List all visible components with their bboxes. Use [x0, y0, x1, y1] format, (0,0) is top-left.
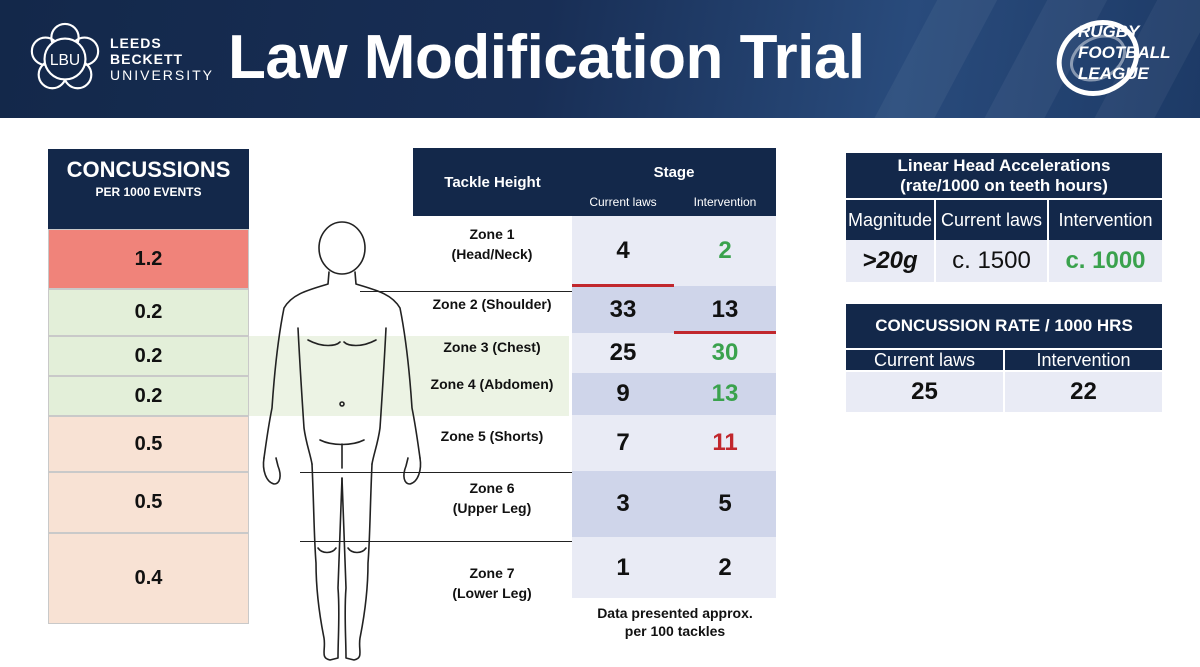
- accel-current-header: Current laws: [936, 200, 1047, 240]
- zone-7-label: Zone 7 (Lower Leg): [412, 563, 572, 603]
- rate-intervention-header: Intervention: [1005, 350, 1162, 370]
- zone-4-label: Zone 4 (Abdomen): [430, 376, 554, 392]
- concussion-zone-5: 0.5: [48, 416, 249, 472]
- intervention-header: Intervention: [693, 195, 757, 209]
- rate-title: CONCUSSION RATE / 1000 HRS: [846, 304, 1162, 348]
- zone-4-row-bg: [572, 373, 776, 415]
- page-title: Law Modification Trial: [228, 23, 865, 92]
- concussions-header: CONCUSSIONS PER 1000 EVENTS: [48, 149, 249, 229]
- intervention-shift-marker: [674, 331, 776, 334]
- zone-3-current: 25: [609, 339, 637, 366]
- rate-intervention-value: 22: [1005, 372, 1162, 412]
- rate-current-header: Current laws: [846, 350, 1003, 370]
- concussion-zone-3: 0.2: [48, 336, 249, 376]
- zone-2-intervention: 13: [711, 295, 739, 323]
- zone-4-current: 9: [616, 380, 630, 407]
- zone-3-row-bg: [572, 333, 776, 373]
- accel-title: Linear Head Accelerations (rate/1000 on …: [846, 153, 1162, 198]
- zone-1-intervention: 2: [718, 237, 732, 264]
- zone-name: Zone 7: [469, 565, 515, 581]
- zone-6-label: Zone 6 (Upper Leg): [412, 478, 572, 518]
- concussions-subtitle: PER 1000 EVENTS: [95, 185, 202, 199]
- current-shift-marker: [572, 284, 674, 287]
- concussion-zone-7: 0.4: [48, 533, 249, 624]
- zone-7-divider: [300, 541, 572, 542]
- banner-stripe: [852, 0, 1008, 118]
- zone-sub: (Upper Leg): [452, 500, 532, 516]
- zone-1-label: Zone 1 (Head/Neck): [412, 224, 572, 264]
- logo-word: BECKETT: [110, 51, 184, 67]
- zone-5-current: 7: [616, 429, 630, 456]
- rugby-ball-logo-icon: [1056, 20, 1140, 96]
- human-body-outline-icon: [262, 221, 422, 661]
- zone-name: Zone 1: [469, 226, 515, 242]
- stage-title: Stage: [653, 164, 695, 181]
- zone-2-current: 33: [609, 295, 637, 323]
- concussion-zone-6: 0.5: [48, 472, 249, 533]
- concussion-zone-1: 1.2: [48, 229, 249, 289]
- university-name: LEEDS BECKETT UNIVERSITY: [110, 35, 214, 83]
- zone-3-label: Zone 3 (Chest): [443, 339, 541, 355]
- zone-5-row-bg: [572, 415, 776, 471]
- zone-4-intervention: 13: [711, 380, 739, 407]
- magnitude-value: >20g: [846, 240, 934, 282]
- lbu-mark-text: LBU: [50, 52, 80, 69]
- zone-5-label: Zone 5 (Shorts): [440, 428, 544, 444]
- note-line: per 100 tackles: [624, 623, 726, 639]
- rfl-logo-word: RUGBY: [1078, 22, 1140, 41]
- rose-emblem-icon: LBU: [30, 22, 100, 90]
- tackle-height-header: Tackle Height: [413, 148, 572, 216]
- accel-intervention-header: Intervention: [1049, 200, 1162, 240]
- zone-7-current: 1: [616, 553, 630, 581]
- note-line: Data presented approx.: [597, 605, 753, 621]
- zone-name: Zone 6: [469, 480, 515, 496]
- zone-sub: (Lower Leg): [452, 585, 532, 601]
- zone-7-intervention: 2: [718, 553, 732, 581]
- zone-5-intervention: 11: [712, 429, 738, 456]
- zone-6-intervention: 5: [718, 490, 732, 517]
- data-note: Data presented approx. per 100 tackles: [560, 604, 790, 640]
- zone-3-intervention: 30: [711, 339, 739, 366]
- logo-word: UNIVERSITY: [110, 67, 215, 83]
- zone-2-label: Zone 2 (Shoulder): [432, 296, 552, 312]
- zone-1-current: 4: [616, 237, 630, 264]
- zone-sub: (Head/Neck): [451, 246, 533, 262]
- rfl-logo-word: LEAGUE: [1078, 64, 1149, 83]
- zone-6-divider: [300, 472, 572, 473]
- zone-6-current: 3: [616, 490, 630, 517]
- concussions-title: CONCUSSIONS: [66, 157, 231, 182]
- stage-header: Stage Current laws Intervention: [572, 148, 776, 216]
- accel-current-value: c. 1500: [936, 240, 1047, 282]
- rfl-logo-word: FOOTBALL: [1078, 43, 1171, 62]
- accel-title-line: (rate/1000 on teeth hours): [900, 176, 1108, 195]
- header-banner: LBU LEEDS BECKETT UNIVERSITY Law Modific…: [0, 0, 1200, 118]
- zone-2-row-bg: [572, 286, 776, 333]
- leeds-beckett-logo: LBU LEEDS BECKETT UNIVERSITY: [26, 20, 214, 98]
- rate-current-value: 25: [846, 372, 1003, 412]
- magnitude-header: Magnitude: [846, 200, 934, 240]
- logo-word: LEEDS: [110, 35, 162, 51]
- zone-2-divider: [360, 291, 572, 292]
- concussion-zone-4: 0.2: [48, 376, 249, 416]
- zone-1-row-bg: [572, 216, 776, 286]
- current-laws-header: Current laws: [589, 195, 657, 209]
- zone-7-row-bg: [572, 537, 776, 598]
- accel-title-line: Linear Head Accelerations: [897, 156, 1111, 175]
- accel-intervention-value: c. 1000: [1049, 240, 1162, 282]
- zone-6-row-bg: [572, 471, 776, 537]
- concussion-zone-2: 0.2: [48, 289, 249, 336]
